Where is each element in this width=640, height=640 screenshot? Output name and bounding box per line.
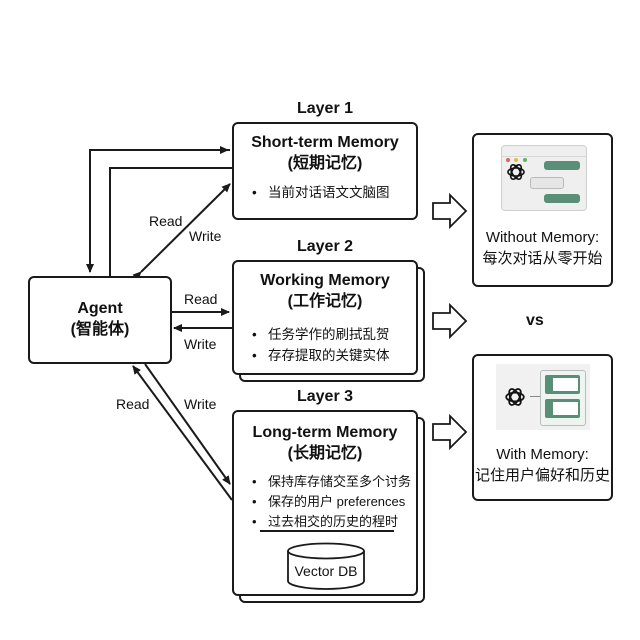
layer3-bullet: 过去相交的历史的程时 <box>248 512 416 532</box>
arrow-read-layer3 <box>132 365 233 501</box>
layer3-bullet: 保存的用户 preferences <box>248 492 416 512</box>
layer3-bullet: 保持库存储交至多个讨务 <box>248 472 416 492</box>
layer2-label: Layer 2 <box>296 238 354 255</box>
layer2-read-label: Read <box>184 291 218 307</box>
vs-label: vs <box>526 312 544 329</box>
layer1-read-label: Read <box>149 213 183 229</box>
ai-logo-icon <box>504 386 526 408</box>
chat-window-illustration <box>501 145 587 211</box>
agent-subtitle: (智能体) <box>70 321 130 338</box>
layer2-subtitle: (工作记忆) <box>287 293 363 310</box>
layer1-write-label: Write <box>189 228 222 244</box>
layer2-bullet: 存存提取的关键实体 <box>248 345 416 366</box>
window-dots-icon <box>506 149 527 167</box>
arrow-read-write-layer1 <box>132 183 231 281</box>
hollow-arrow-1 <box>432 192 468 230</box>
layer1-subtitle: (短期记忆) <box>287 155 363 172</box>
layer2-write-label: Write <box>184 336 217 352</box>
ai-logo-icon <box>506 162 526 182</box>
with-memory-title: With Memory: <box>496 446 589 463</box>
layer3-title: Long-term Memory <box>252 424 398 441</box>
without-memory-title: Without Memory: <box>485 229 600 246</box>
without-memory-card[interactable]: Without Memory: 每次对话从零开始 <box>472 133 613 287</box>
layer1-title: Short-term Memory <box>251 134 399 151</box>
layer1-bullet: 当前对话语文文脑图 <box>248 182 416 203</box>
layer3-write-label: Write <box>184 396 217 412</box>
short-term-memory-box[interactable]: Short-term Memory (短期记忆) 当前对话语文文脑图 <box>232 122 418 220</box>
vector-db-label: Vector DB <box>294 563 358 579</box>
layer2-bullet: 任务学作的刷拭乱贺 <box>248 324 416 345</box>
long-term-memory-box[interactable]: Long-term Memory (长期记忆) 保持库存储交至多个讨务 保存的用… <box>232 410 418 596</box>
agent-title: Agent <box>77 300 123 317</box>
layer2-title: Working Memory <box>260 272 390 289</box>
hollow-arrow-2 <box>432 302 468 340</box>
memory-cards-illustration <box>496 364 590 430</box>
without-memory-desc: 每次对话从零开始 <box>482 250 603 267</box>
layer3-read-label: Read <box>116 396 150 412</box>
arrow-write-layer3 <box>144 363 231 485</box>
chat-bubble-green <box>544 161 580 170</box>
memory-panel <box>540 370 586 426</box>
chat-bubble-gray <box>530 177 564 189</box>
with-memory-card[interactable]: With Memory: 记住用户偏好和历史 <box>472 354 613 501</box>
working-memory-box[interactable]: Working Memory (工作记忆) 任务学作的刷拭乱贺 存存提取的关键实… <box>232 260 418 375</box>
line-layer1-inner <box>109 167 232 276</box>
layer3-label: Layer 3 <box>296 388 354 405</box>
layer1-label: Layer 1 <box>296 100 354 117</box>
chat-bubble-green <box>544 194 580 203</box>
layer3-bullets: 保持库存储交至多个讨务 保存的用户 preferences 过去相交的历史的程时 <box>248 472 416 532</box>
with-memory-desc: 记住用户偏好和历史 <box>474 467 610 484</box>
layer3-subtitle: (长期记忆) <box>287 445 363 462</box>
divider <box>260 530 394 532</box>
agent-box[interactable]: Agent (智能体) <box>28 276 172 364</box>
vector-db-icon: Vector DB <box>286 542 366 590</box>
layer1-bullets: 当前对话语文文脑图 <box>248 182 416 203</box>
link-arrow <box>530 396 540 397</box>
hollow-arrow-3 <box>432 413 468 451</box>
layer2-bullets: 任务学作的刷拭乱贺 存存提取的关键实体 <box>248 324 416 366</box>
